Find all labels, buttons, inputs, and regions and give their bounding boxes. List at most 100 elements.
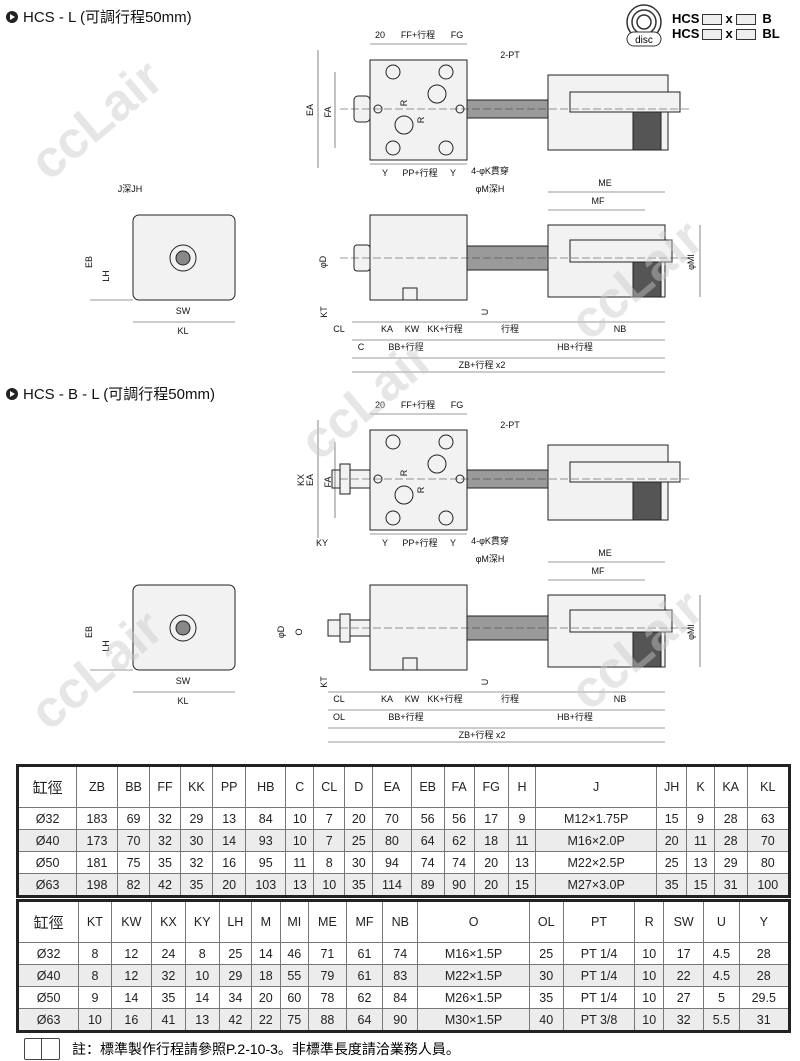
table-cell: 20 — [656, 829, 688, 852]
adjust-rod-top — [569, 91, 681, 113]
table-cell: 13 — [212, 807, 247, 830]
dimension-label-m: φM深H — [476, 184, 505, 194]
column-header: R — [634, 900, 664, 943]
table-cell: 15 — [656, 807, 688, 830]
column-header: BB — [116, 765, 151, 808]
dimension-label-pp: PP+行程 — [402, 167, 437, 178]
table-cell: 55 — [279, 964, 310, 987]
table-cell: 64 — [345, 1008, 384, 1032]
table-cell: 35 — [656, 873, 688, 897]
table-cell: 90 — [443, 873, 475, 897]
table-cell: 42 — [218, 1008, 253, 1032]
table-cell: Ø40 — [16, 829, 78, 852]
table-cell: 10 — [634, 1008, 664, 1032]
table-cell: M22×1.5P — [417, 964, 530, 987]
table-cell: 30 — [528, 964, 564, 987]
table-cell: 88 — [308, 1008, 347, 1032]
column-header: FF — [149, 765, 181, 808]
table-cell: 30 — [179, 829, 214, 852]
dimension-label-mf: MF — [592, 196, 605, 206]
adjust-rod-side — [569, 239, 673, 263]
table-cell: 198 — [76, 873, 118, 897]
table-cell: 30 — [344, 851, 374, 874]
mounting-hole — [438, 140, 454, 156]
table-cell: 20 — [212, 873, 247, 897]
table-cell: 28 — [713, 807, 748, 830]
dimension-label-r2: R — [416, 116, 426, 123]
table-cell: 29 — [218, 964, 253, 987]
port-hole — [427, 454, 447, 474]
section-title-text: HCS - L (可調行程50mm) — [23, 9, 192, 26]
dimension-label-ka: KA — [381, 694, 393, 704]
dimension-label-kx: KX — [296, 474, 306, 486]
mounting-hole — [438, 434, 454, 450]
table-cell: 10 — [634, 964, 664, 987]
table-cell: 78 — [308, 986, 347, 1009]
column-header: ME — [308, 900, 347, 943]
table-cell: 42 — [149, 873, 181, 897]
table-cell: 80 — [746, 851, 791, 874]
table-cell: Ø50 — [16, 986, 80, 1009]
dimension-label-ff: FF+行程 — [401, 29, 435, 40]
table-cell: 5 — [703, 986, 740, 1009]
table-cell: 32 — [149, 807, 181, 830]
column-header: J — [535, 765, 658, 808]
table-cell: Ø63 — [16, 1008, 80, 1032]
dimension-label-r2: R — [416, 486, 426, 493]
table-cell: 8 — [184, 942, 220, 965]
dimension-label-kw: KW — [405, 694, 420, 704]
column-header: EB — [410, 765, 445, 808]
dimension-label-sw: SW — [176, 306, 191, 316]
cylinder-block-side — [369, 214, 468, 301]
dimension-label-d: φD — [318, 255, 328, 268]
dimension-label-kt: KT — [319, 306, 329, 318]
table-cell: 7 — [313, 829, 346, 852]
table-cell: 35 — [149, 851, 181, 874]
table-cell: 94 — [372, 851, 412, 874]
column-header: PT — [562, 900, 636, 943]
column-header: HB — [245, 765, 287, 808]
column-header: 缸徑 — [16, 765, 78, 808]
column-header: PP — [212, 765, 247, 808]
circle-arrow-icon — [6, 10, 18, 23]
column-header: H — [507, 765, 537, 808]
dimension-label-lh: LH — [101, 640, 111, 652]
dimension-label-me: ME — [598, 548, 612, 558]
table-cell: 114 — [372, 873, 412, 897]
table-cell: 12 — [110, 964, 153, 987]
table-cell: 28 — [738, 964, 790, 987]
dimension-label-fg: FG — [451, 30, 464, 40]
dimension-label-hb: HB+行程 — [557, 341, 593, 352]
table-cell: 181 — [76, 851, 118, 874]
column-header: KK — [179, 765, 214, 808]
table-cell: 80 — [372, 829, 412, 852]
dimension-label-me: ME — [598, 178, 612, 188]
footnote-text: 註：標準製作行程請參照P.2-10-3。非標準長度請洽業務人員。 — [72, 1041, 460, 1057]
dimension-label-d20: 20 — [375, 30, 385, 40]
dimension-label-cl: CL — [333, 694, 345, 704]
column-header: D — [344, 765, 374, 808]
table-cell: PT 1/4 — [562, 986, 636, 1009]
table-cell: 56 — [443, 807, 475, 830]
port-hole — [394, 115, 414, 135]
dimension-label-hb: HB+行程 — [557, 711, 593, 722]
table-cell: Ø32 — [16, 942, 80, 965]
table-cell: 70 — [372, 807, 412, 830]
table-cell: 63 — [746, 807, 791, 830]
table-cell: 32 — [149, 829, 181, 852]
column-header: ZB — [76, 765, 118, 808]
table-cell: 13 — [507, 851, 537, 874]
table-cell: 25 — [528, 942, 564, 965]
table-cell: 11 — [507, 829, 537, 852]
table-cell: 20 — [473, 851, 509, 874]
bore-box — [702, 29, 723, 41]
table-cell: 71 — [308, 942, 347, 965]
knurled-knob-top — [632, 481, 662, 521]
dimension-label-zb: ZB+行程 x2 — [459, 729, 506, 740]
dimension-label-y2: Y — [450, 168, 456, 178]
section-title-text: HCS - B - L (可調行程50mm) — [23, 386, 215, 403]
